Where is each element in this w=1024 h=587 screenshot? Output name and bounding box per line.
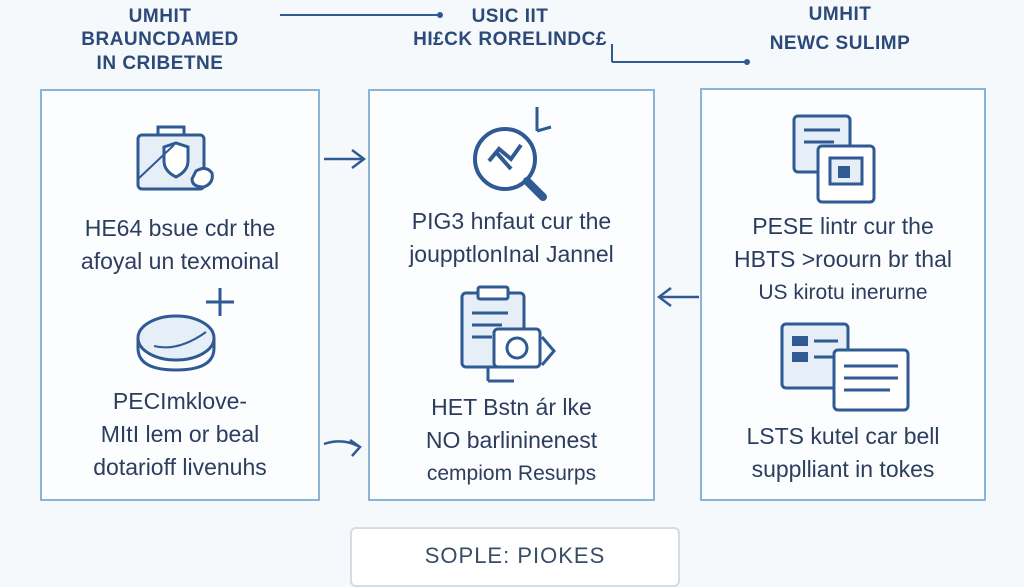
footer-label: SOPLE: PIOKES [424, 543, 606, 568]
header-left-line-2: IN CRIBETNE [96, 53, 224, 74]
document-stack-icon [790, 112, 885, 207]
header-center: USIC IIT HI£CK RORELINDC£ [390, 6, 630, 52]
panel-right-text-1: PESE lintr cur the HBTS >roourn br thal … [702, 210, 984, 309]
header-left: UMHIT BRAUNCDAMED IN CRIBETNE [60, 6, 260, 76]
search-magnifier-icon [465, 101, 565, 201]
panel-center-text-2-line-1: HET Bstn ár lke [431, 394, 592, 420]
panel-right-text-2-line-1: LSTS kutel car bell [746, 423, 940, 449]
panel-center-text-1: PIG3 hnfaut cur the joupptlonInal Jannel [370, 205, 653, 271]
panel-center-text-2: HET Bstn ár lke NO barlininenest cempiom… [370, 391, 653, 490]
footer-label-box: SOPLE: PIOKES [350, 527, 680, 587]
suitcase-shield-icon [134, 121, 224, 196]
arrow-left-to-center-bottom [322, 438, 368, 464]
panel-left-text-2-line-3: dotarioff livenuhs [93, 454, 267, 480]
panel-center: PIG3 hnfaut cur the joupptlonInal Jannel… [368, 89, 655, 501]
panel-left-text-1-line-1: HE64 bsue cdr the [84, 215, 276, 241]
panel-right-text-1-line-3: US kirotu inerurne [758, 281, 928, 304]
panel-right-text-1-line-1: PESE lintr cur the [752, 213, 934, 239]
header-center-top: USIC IIT [471, 6, 549, 27]
folder-list-icon [778, 320, 913, 415]
arrow-right-to-center [655, 284, 701, 310]
header-right-top: UMHIT [808, 4, 872, 25]
connector-top-right [610, 44, 760, 68]
header-right: UMHIT NEWC SULIMP [740, 4, 940, 56]
panel-left-text-2: PECImklove- MItI lem or beal dotarioff l… [42, 385, 318, 484]
clipboard-camera-icon [458, 283, 568, 388]
header-left-line-1: BRAUNCDAMED [81, 29, 239, 50]
disk-icon [134, 286, 244, 376]
panel-center-text-2-line-3: cempiom Resurps [426, 462, 597, 485]
header-left-top: UMHIT [128, 6, 192, 27]
arrow-left-to-center-top [322, 146, 368, 172]
panel-left-text-1: HE64 bsue cdr the afoyal un texmoinal [42, 212, 318, 278]
panel-center-text-2-line-2: NO barlininenest [425, 427, 598, 453]
header-center-line-1: HI£CK RORELINDC£ [413, 29, 607, 50]
panel-center-text-1-line-2: joupptlonInal Jannel [409, 241, 614, 267]
header-right-line-1: NEWC SULIMP [769, 33, 911, 54]
panel-right-text-2-line-2: supplliant in tokes [751, 456, 935, 482]
panel-right: PESE lintr cur the HBTS >roourn br thal … [700, 88, 986, 501]
panel-right-text-2: LSTS kutel car bell supplliant in tokes [702, 420, 984, 486]
panel-right-text-1-line-2: HBTS >roourn br thal [734, 246, 952, 272]
panel-center-text-1-line-1: PIG3 hnfaut cur the [411, 208, 612, 234]
panel-left: HE64 bsue cdr the afoyal un texmoinal PE… [40, 89, 320, 501]
panel-left-text-2-line-2: MItI lem or beal [100, 421, 260, 447]
panel-left-text-1-line-2: afoyal un texmoinal [80, 248, 280, 274]
connector-top-left [280, 9, 450, 21]
panel-left-text-2-line-1: PECImklove- [112, 388, 248, 414]
